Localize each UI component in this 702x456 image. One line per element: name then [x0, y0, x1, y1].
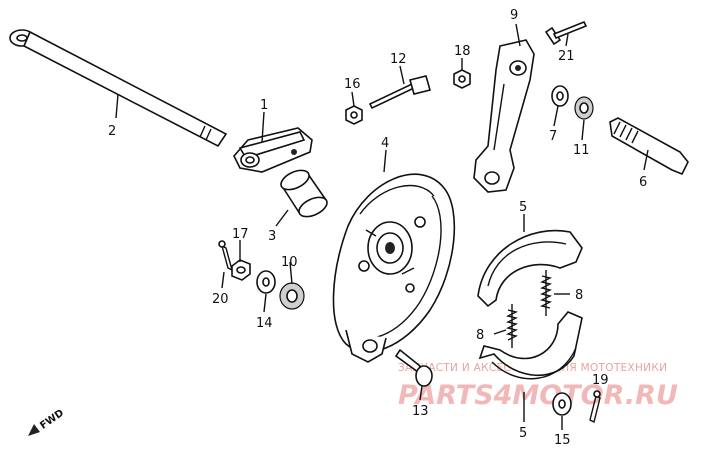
- callout-19: 19: [592, 373, 609, 388]
- nut-part-16: [345, 105, 363, 125]
- callout-2: 2: [108, 124, 116, 139]
- callout-8-upper: 8: [575, 288, 583, 303]
- brake-arm-part: [473, 39, 535, 193]
- callout-3: 3: [268, 229, 276, 244]
- callout-7: 7: [549, 129, 557, 144]
- washer-part-15: [552, 392, 572, 416]
- torque-link-part: [233, 127, 313, 173]
- callout-12: 12: [390, 52, 407, 67]
- callout-11: 11: [573, 143, 590, 158]
- fwd-label: FWD: [38, 408, 66, 432]
- callout-8-lower: 8: [476, 328, 484, 343]
- bushing-part-10: [279, 282, 305, 310]
- washer-part-14: [256, 270, 276, 294]
- callout-9: 9: [510, 8, 518, 23]
- callout-4: 4: [381, 136, 389, 151]
- brake-shoe-upper: [477, 229, 583, 308]
- brake-cam-part: [609, 117, 689, 176]
- callout-labels: 1 2 3 4 5 5 6 7 8 8 9 10 11 12 13 14 15 …: [108, 8, 647, 448]
- callout-1: 1: [260, 98, 268, 113]
- callout-17: 17: [232, 227, 249, 242]
- brake-shoe-lower: [478, 311, 583, 380]
- callout-15: 15: [554, 433, 571, 448]
- spacer-part: [280, 169, 328, 218]
- nut-part-18: [453, 69, 471, 89]
- bolt-part-12: [368, 75, 431, 110]
- callout-6: 6: [639, 175, 647, 190]
- brake-panel-part: [332, 173, 456, 363]
- return-spring-upper: [539, 270, 553, 316]
- pivot-bolt-part: [394, 348, 433, 387]
- watermark: ЗАПЧАСТИ И АКСЕССУАРЫ ДЛЯ МОТОТЕХНИКИ PA…: [398, 362, 678, 411]
- fwd-direction-marker: FWD: [28, 408, 66, 436]
- return-spring-lower: [505, 304, 519, 348]
- callout-10: 10: [281, 255, 298, 270]
- watermark-logo: PARTS4MOTOR.RU: [398, 380, 678, 411]
- cotter-pin-part: [218, 240, 234, 272]
- washer-part-7: [551, 85, 569, 107]
- cotter-pin-part-19: [589, 390, 601, 424]
- callout-14: 14: [256, 316, 273, 331]
- leader-lines: [115, 23, 649, 430]
- callout-5-lower: 5: [519, 426, 527, 441]
- bolt-part-21: [544, 20, 588, 46]
- callout-18: 18: [454, 44, 471, 59]
- callout-21: 21: [558, 49, 575, 64]
- castle-nut-part: [231, 259, 251, 281]
- callout-13: 13: [412, 404, 429, 419]
- axle-part: [9, 29, 228, 148]
- callout-16: 16: [344, 77, 361, 92]
- callout-20: 20: [212, 292, 229, 307]
- callout-5-upper: 5: [519, 200, 527, 215]
- seal-part-11: [574, 96, 594, 120]
